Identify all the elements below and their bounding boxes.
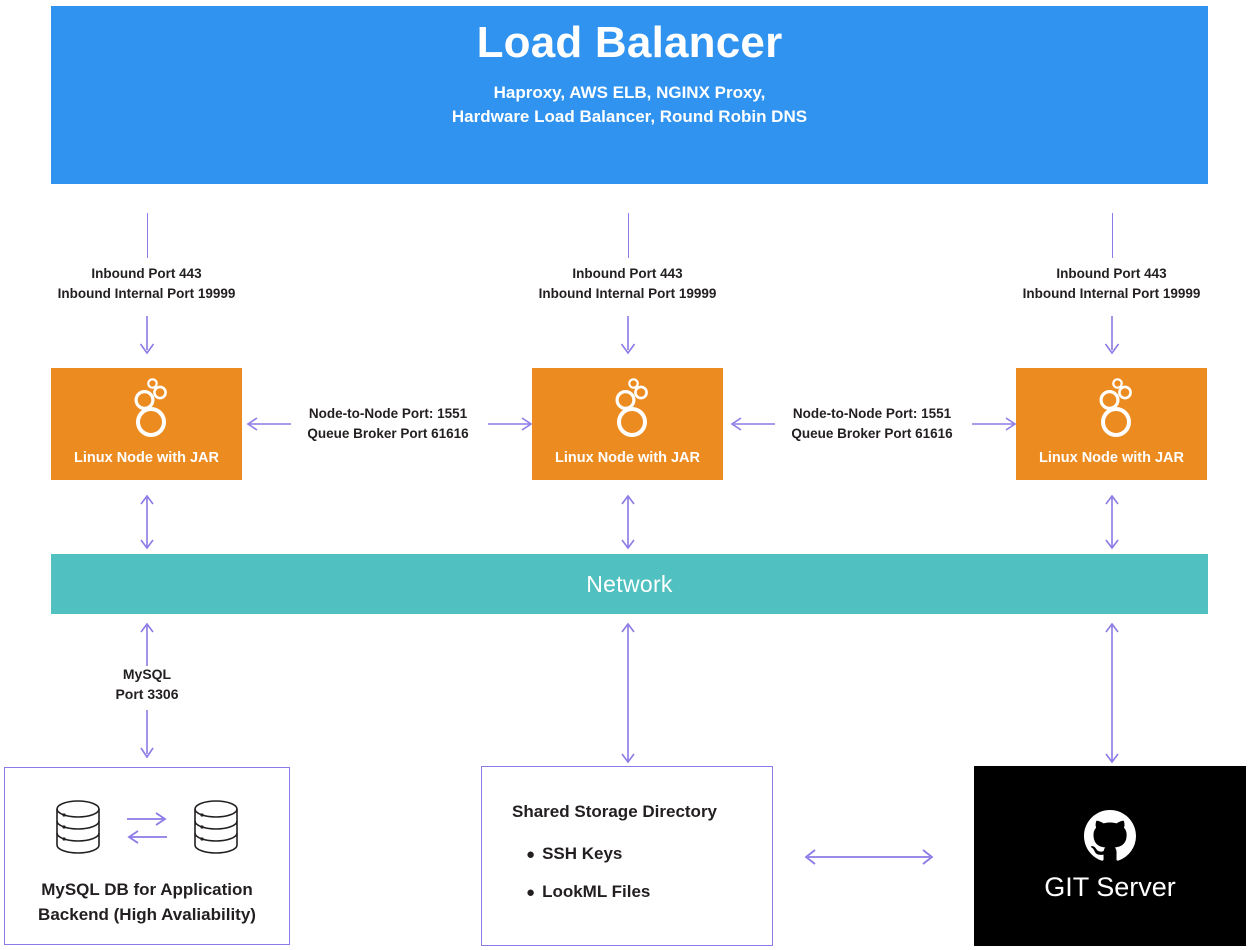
lb-to-node-line-2-upper — [627, 213, 630, 258]
lb-to-node-arrow-3 — [1104, 316, 1120, 355]
git-server-label: GIT Server — [1044, 871, 1176, 902]
mysql-link-line1: MySQL — [122, 666, 172, 682]
lb-to-node-line-3-upper — [1111, 213, 1114, 258]
shared-storage-item-0: SSH Keys — [542, 844, 623, 863]
bullet-icon: ● — [526, 884, 536, 901]
lb-to-node-arrow-2 — [620, 316, 636, 355]
inbound-label-1-line1: Inbound Port 443 — [91, 266, 202, 281]
java-bubbles-icon — [615, 378, 648, 437]
db-sync-arrows-icon — [127, 812, 167, 844]
shared-storage-title: Shared Storage Directory — [512, 802, 718, 821]
mysql-db-caption: MySQL DB for Application Backend (High A… — [5, 878, 289, 927]
load-balancer-box[interactable]: Load Balancer Haproxy, AWS ELB, NGINX Pr… — [51, 6, 1208, 184]
node-to-node-label-2-line2: Queue Broker Port 61616 — [791, 425, 953, 441]
linux-node-1[interactable]: Linux Node with JAR — [51, 368, 242, 480]
shared-storage-list: ● SSH Keys ● LookML Files — [526, 844, 650, 920]
node-to-node-arrow-left-1 — [246, 417, 291, 431]
load-balancer-subtitle-line1: Haproxy, AWS ELB, NGINX Proxy, — [493, 82, 766, 102]
list-item: ● LookML Files — [526, 882, 650, 902]
node-to-node-label-2-line1: Node-to-Node Port: 1551 — [792, 406, 952, 421]
inbound-label-1-line2: Inbound Internal Port 19999 — [57, 285, 236, 301]
linux-node-1-label: Linux Node with JAR — [74, 450, 219, 466]
mysql-db-box[interactable]: MySQL DB for Application Backend (High A… — [4, 767, 290, 945]
mysql-link-label: MySQL Port 3306 — [76, 664, 218, 705]
list-item: ● SSH Keys — [526, 844, 650, 864]
node-to-node-label-1-line2: Queue Broker Port 61616 — [307, 425, 469, 441]
lb-to-node-line-1-upper — [146, 213, 149, 258]
node-to-node-arrow-right-2 — [972, 417, 1017, 431]
inbound-label-3-line2: Inbound Internal Port 19999 — [1022, 285, 1201, 301]
load-balancer-subtitle: Haproxy, AWS ELB, NGINX Proxy, Hardware … — [452, 81, 807, 130]
network-to-db-arrow-upper — [140, 622, 154, 666]
node-to-node-label-1-line1: Node-to-Node Port: 1551 — [308, 406, 468, 421]
load-balancer-subtitle-line2: Hardware Load Balancer, Round Robin DNS — [451, 107, 808, 127]
java-bubbles-icon — [134, 378, 167, 437]
shared-storage-item-1: LookML Files — [542, 882, 651, 901]
network-box[interactable]: Network — [51, 554, 1208, 614]
git-server-box[interactable]: GIT Server — [974, 766, 1246, 946]
inbound-label-2-line2: Inbound Internal Port 19999 — [538, 285, 717, 301]
db-replication-graphic — [5, 796, 289, 858]
linux-node-2[interactable]: Linux Node with JAR — [532, 368, 723, 480]
lb-to-node-arrow-1 — [139, 316, 155, 355]
inbound-label-2-line1: Inbound Port 443 — [572, 266, 683, 281]
node-1-network-arrow — [140, 494, 154, 550]
bullet-icon: ● — [526, 846, 536, 863]
storage-to-git-arrow — [804, 849, 934, 865]
mysql-link-line2: Port 3306 — [115, 686, 179, 703]
database-cylinder-icon — [194, 800, 238, 854]
shared-storage-box[interactable]: Shared Storage Directory ● SSH Keys ● Look… — [481, 766, 773, 946]
node-to-node-arrow-left-2 — [730, 417, 775, 431]
linux-node-3[interactable]: Linux Node with JAR — [1016, 368, 1207, 480]
linux-node-2-label: Linux Node with JAR — [555, 450, 700, 466]
java-bubbles-icon — [1099, 378, 1132, 437]
database-cylinder-icon — [56, 800, 100, 854]
mysql-db-caption-line1: MySQL DB for Application — [41, 880, 253, 899]
mysql-db-caption-line2: Backend (High Avaliability) — [38, 904, 256, 924]
inbound-label-3: Inbound Port 443 Inbound Internal Port 1… — [991, 264, 1232, 303]
node-to-node-label-2: Node-to-Node Port: 1551 Queue Broker Por… — [777, 404, 967, 443]
network-to-db-arrow-lower — [140, 710, 154, 759]
inbound-label-1: Inbound Port 443 Inbound Internal Port 1… — [26, 264, 267, 303]
network-to-git-arrow — [1105, 622, 1119, 764]
node-3-network-arrow — [1105, 494, 1119, 550]
github-icon — [1084, 809, 1136, 861]
inbound-label-3-line1: Inbound Port 443 — [1056, 266, 1167, 281]
node-to-node-label-1: Node-to-Node Port: 1551 Queue Broker Por… — [293, 404, 483, 443]
node-to-node-arrow-right-1 — [488, 417, 533, 431]
node-2-network-arrow — [621, 494, 635, 550]
linux-node-3-label: Linux Node with JAR — [1039, 450, 1184, 466]
load-balancer-title: Load Balancer — [476, 18, 783, 68]
network-to-storage-arrow — [621, 622, 635, 764]
inbound-label-2: Inbound Port 443 Inbound Internal Port 1… — [507, 264, 748, 303]
network-label: Network — [586, 570, 673, 597]
